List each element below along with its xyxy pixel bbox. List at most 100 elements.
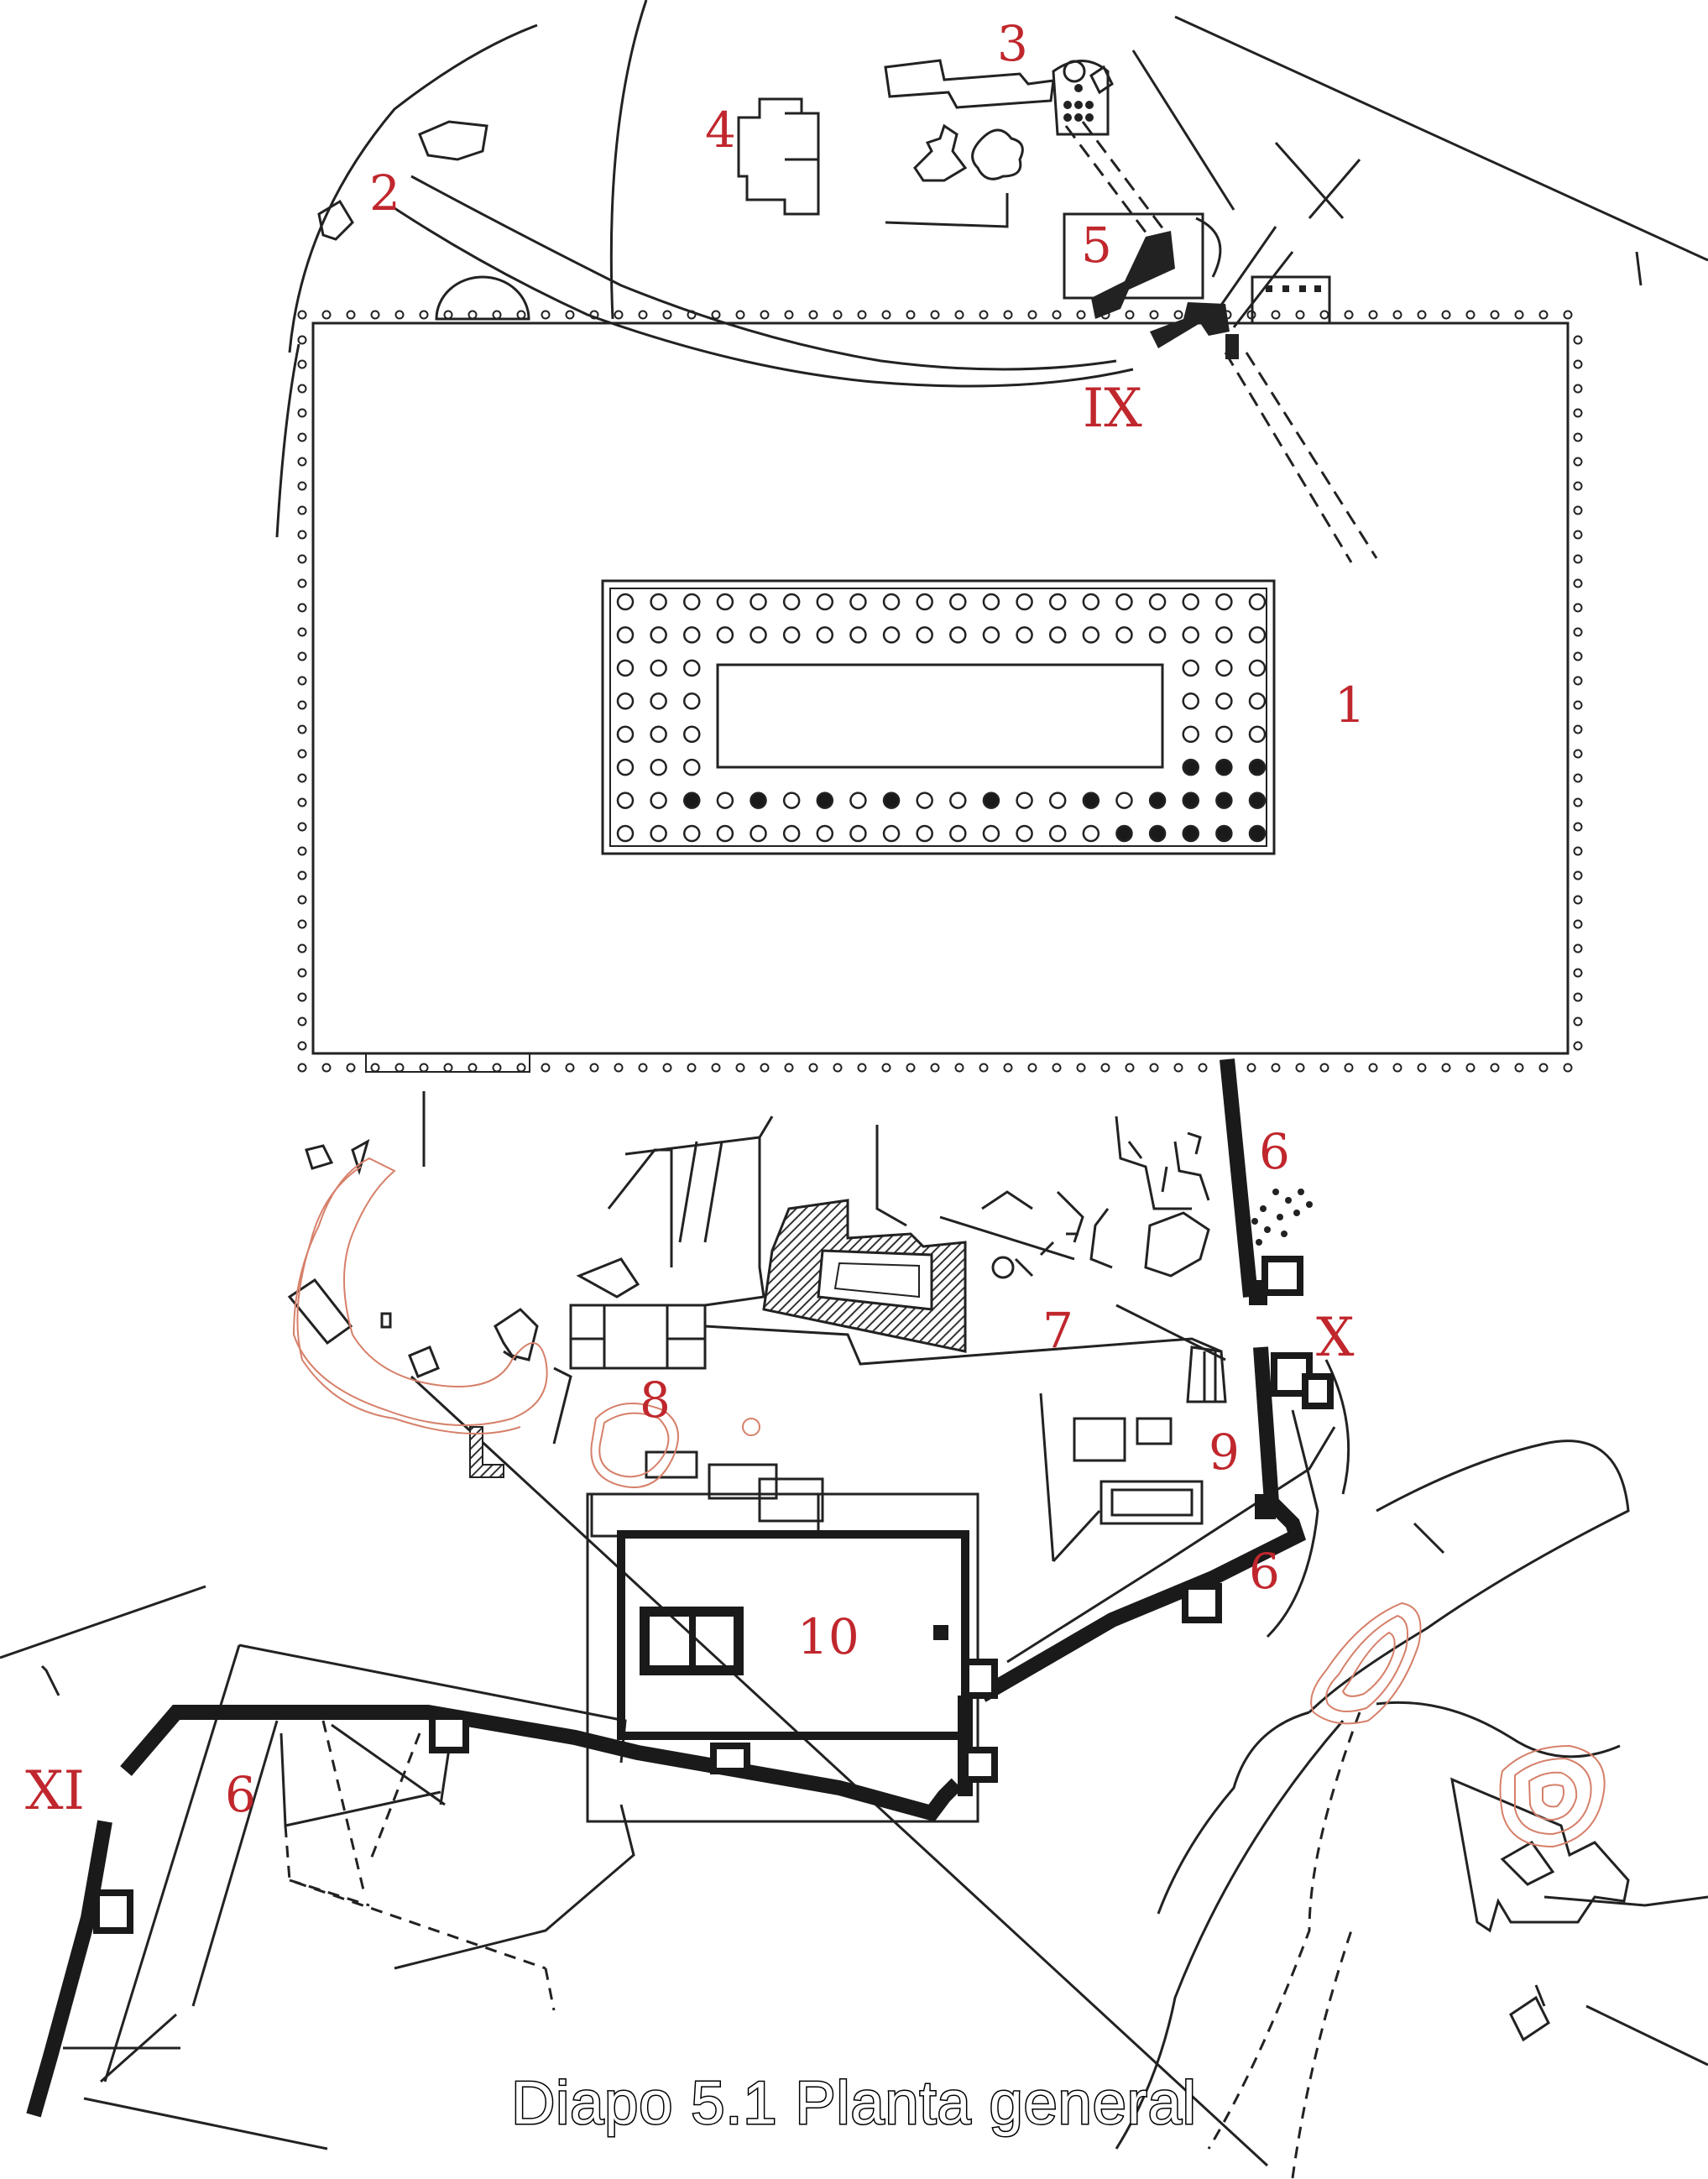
perimeter-column [979, 1063, 989, 1073]
temple-column [1248, 692, 1267, 710]
temple-column [750, 626, 767, 644]
temple-column [1215, 659, 1233, 677]
perimeter-column [1573, 578, 1583, 588]
perimeter-column [297, 1063, 307, 1073]
perimeter-column [930, 1063, 940, 1073]
temple-column [1248, 593, 1267, 611]
temple-column [1048, 792, 1067, 809]
temple-column [949, 792, 967, 809]
temple-column [716, 593, 734, 611]
perimeter-column [1573, 603, 1583, 613]
perimeter-column [614, 310, 624, 320]
perimeter-column [443, 1063, 453, 1073]
temple-column [816, 593, 834, 611]
temple-column [849, 792, 867, 809]
perimeter-column [394, 310, 405, 320]
temple-column [1182, 659, 1199, 677]
temple-column [1182, 626, 1199, 644]
perimeter-column [881, 1063, 891, 1073]
temple-column [782, 792, 801, 809]
perimeter-column [735, 310, 745, 320]
temple-column [1215, 725, 1233, 743]
perimeter-column [1573, 481, 1583, 491]
perimeter-column [297, 578, 307, 588]
perimeter-column [1149, 310, 1159, 320]
temple-column [650, 593, 667, 611]
perimeter-column [857, 310, 867, 320]
perimeter-column [1149, 1063, 1159, 1073]
temple-column [1248, 758, 1267, 776]
temple-column [1248, 792, 1267, 809]
temple-column [650, 692, 667, 710]
temple-column [982, 792, 1000, 809]
temple-column [1182, 758, 1199, 776]
temple-column [1115, 593, 1133, 611]
perimeter-column [297, 797, 307, 807]
perimeter-column [1465, 1063, 1476, 1073]
perimeter-column [735, 1063, 745, 1073]
perimeter-column [1052, 310, 1062, 320]
temple-column [1182, 593, 1199, 611]
temple-column [1016, 824, 1033, 843]
perimeter-column [297, 335, 307, 345]
perimeter-column [1246, 1063, 1256, 1073]
label-gate-x: X [1316, 1307, 1355, 1369]
perimeter-column [1076, 310, 1086, 320]
perimeter-column [1271, 1063, 1281, 1073]
temple-column [782, 593, 801, 611]
perimeter-column [1573, 1041, 1583, 1051]
perimeter-column [1319, 1063, 1329, 1073]
perimeter-column [1295, 1063, 1305, 1073]
perimeter-column [1271, 310, 1281, 320]
perimeter-column [297, 919, 307, 929]
temple-column [1215, 792, 1233, 809]
perimeter-column [297, 359, 307, 369]
perimeter-column [1173, 1063, 1183, 1073]
perimeter-column [1100, 1063, 1110, 1073]
perimeter-column [1344, 1063, 1354, 1073]
perimeter-column [906, 310, 916, 320]
temple-column [982, 824, 1000, 843]
south-area [0, 1091, 1708, 2179]
temple-column [616, 692, 635, 710]
perimeter-column [1563, 310, 1573, 320]
temple-column [683, 792, 701, 809]
perimeter-column [346, 1063, 356, 1073]
temple-column [916, 626, 933, 644]
temple-column [650, 659, 667, 677]
perimeter-column [1490, 310, 1500, 320]
temple-column [750, 593, 767, 611]
perimeter-column [1490, 1063, 1500, 1073]
perimeter-column [687, 1063, 697, 1073]
temple-column [1048, 626, 1067, 644]
perimeter-column [1563, 1063, 1573, 1073]
perimeter-column [297, 530, 307, 540]
perimeter-column [1027, 1063, 1037, 1073]
temple-column [816, 792, 834, 809]
perimeter-column [321, 1063, 332, 1073]
temple-column [949, 626, 967, 644]
perimeter-column [954, 1063, 964, 1073]
plan-labels: 1 2 3 4 5 6 6 6 7 8 9 10 IX X XI [25, 15, 1366, 1823]
perimeter-column [1573, 530, 1583, 540]
temple-column [650, 758, 667, 776]
perimeter-column [1573, 822, 1583, 832]
perimeter-column [833, 310, 843, 320]
perimeter-column [1003, 310, 1013, 320]
temple-column [650, 626, 667, 644]
perimeter-column [321, 310, 332, 320]
temple-column [616, 758, 635, 776]
label-10: 10 [797, 1608, 859, 1665]
perimeter-column [1052, 1063, 1062, 1073]
perimeter-column [297, 749, 307, 759]
temple-column [716, 626, 734, 644]
perimeter-column [1573, 432, 1583, 442]
temple-column [882, 824, 901, 843]
perimeter-column [1027, 310, 1037, 320]
perimeter-column [881, 310, 891, 320]
perimeter-column [297, 846, 307, 856]
temple-column [882, 792, 901, 809]
perimeter-column [1573, 676, 1583, 686]
perimeter-column [906, 1063, 916, 1073]
perimeter-column [979, 310, 989, 320]
